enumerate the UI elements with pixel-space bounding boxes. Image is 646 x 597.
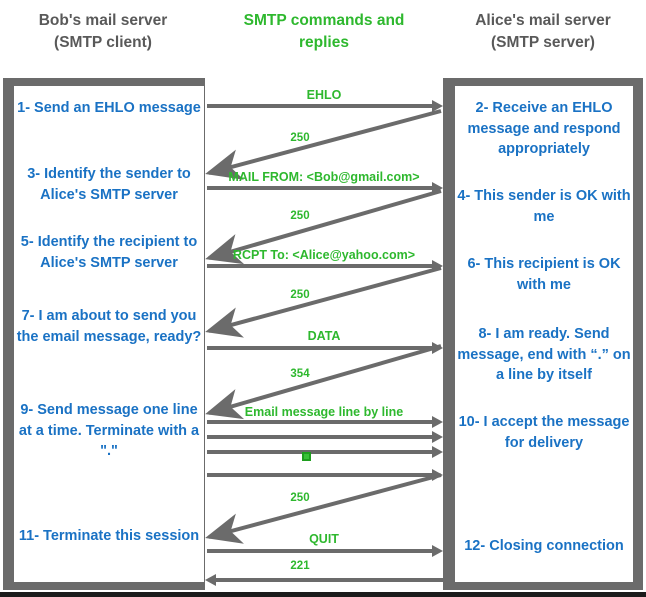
- msg-data-label: DATA: [307, 329, 341, 343]
- server-step-6: 6- This recipient is OK with me: [467, 256, 621, 293]
- reply-250-c-line: [205, 266, 442, 338]
- protocol-column-header: SMTP commands and replies: [205, 10, 443, 55]
- msg-rcpt-to-arrowhead: [432, 260, 443, 272]
- server-header-line1: Alice's mail server: [475, 12, 611, 29]
- server-step-4: 4- This sender is OK with me: [457, 188, 631, 225]
- reply-221-shaft: [215, 578, 443, 582]
- client-step-11: 11- Terminate this session: [18, 528, 200, 544]
- msg-body-3-shaft: [207, 450, 435, 454]
- msg-mail-from-label: MAIL FROM: <Bob@gmail.com>: [228, 170, 420, 184]
- client-header-line2: (SMTP client): [54, 34, 152, 52]
- reply-250-d-label: 250: [290, 492, 310, 504]
- client-header-line1: Bob's mail server: [38, 12, 168, 29]
- reply-221-label: 221: [290, 560, 310, 572]
- msg-body-2-shaft: [207, 435, 435, 439]
- protocol-header-line2: replies: [299, 34, 349, 52]
- server-step-10: 10- I accept the message for delivery: [458, 414, 630, 451]
- reply-221-arrowhead: [205, 574, 216, 586]
- client-step-9: 9- Send message one line at a time. Term…: [18, 402, 200, 460]
- client-panel: 1- Send an EHLO message 3- Identify the …: [14, 86, 204, 582]
- client-step-5: 5- Identify the recipient to Alice's SMT…: [20, 234, 198, 271]
- msg-mail-from-shaft: [207, 186, 435, 190]
- client-step-1: 1- Send an EHLO message: [17, 100, 201, 116]
- reply-arrows-layer: [205, 109, 442, 544]
- msg-quit-label: QUIT: [309, 532, 339, 546]
- msg-quit-arrowhead: [432, 545, 443, 557]
- reply-250-d-line: [205, 473, 442, 544]
- msg-terminator-arrowhead: [432, 469, 443, 481]
- reply-250-a-label: 250: [290, 132, 310, 144]
- msg-quit-shaft: [207, 549, 435, 553]
- msg-ehlo-label: EHLO: [306, 88, 342, 102]
- message-terminator-dot-icon: [302, 452, 311, 461]
- msg-body-arrowhead: [432, 416, 443, 428]
- reply-354-line: [205, 344, 442, 420]
- msg-data-shaft: [207, 346, 435, 350]
- server-step-8: 8- I am ready. Send message, end with “.…: [457, 326, 631, 384]
- msg-body-shaft: [207, 420, 435, 424]
- client-step-3: 3- Identify the sender to Alice's SMTP s…: [27, 166, 191, 203]
- reply-250-a-line: [205, 109, 442, 180]
- msg-ehlo-shaft: [207, 104, 435, 108]
- client-column-header: Bob's mail server (SMTP client): [3, 10, 203, 55]
- server-step-12: 12- Closing connection: [464, 538, 624, 554]
- reply-354-label: 354: [290, 368, 310, 380]
- msg-data-arrowhead: [432, 342, 443, 354]
- msg-terminator-shaft: [207, 473, 435, 477]
- msg-mail-from-arrowhead: [432, 182, 443, 194]
- server-panel: 2- Receive an EHLO message and respond a…: [455, 86, 633, 582]
- reply-250-c-label: 250: [290, 289, 310, 301]
- reply-250-b-line: [205, 189, 442, 265]
- server-header-line2: (SMTP server): [491, 34, 595, 52]
- bottom-strip: [0, 592, 646, 597]
- msg-rcpt-to-label: RCPT To: <Alice@yahoo.com>: [232, 248, 416, 262]
- msg-body-label: Email message line by line: [244, 405, 404, 419]
- client-step-7: 7- I am about to send you the email mess…: [16, 308, 202, 345]
- server-column-header: Alice's mail server (SMTP server): [443, 10, 643, 55]
- server-step-2: 2- Receive an EHLO message and respond a…: [467, 100, 621, 158]
- msg-body-3-arrowhead: [432, 446, 443, 458]
- reply-250-b-label: 250: [290, 210, 310, 222]
- protocol-header-line1: SMTP commands and: [243, 12, 405, 29]
- msg-rcpt-to-shaft: [207, 264, 435, 268]
- msg-ehlo-arrowhead: [432, 100, 443, 112]
- msg-body-2-arrowhead: [432, 431, 443, 443]
